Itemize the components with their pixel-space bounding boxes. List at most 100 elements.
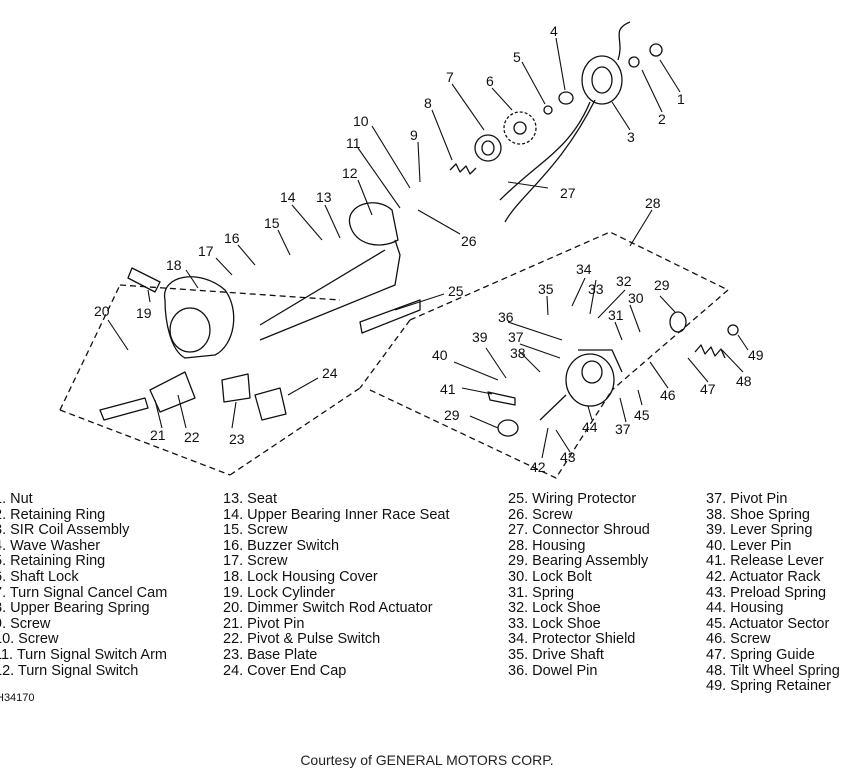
callout-label: 5 — [513, 49, 521, 65]
legend-item: 1. Nut — [0, 491, 33, 507]
callout-label: 28 — [645, 195, 661, 211]
callout-label: 33 — [588, 281, 604, 297]
callout-label: 6 — [486, 73, 494, 89]
legend-item: 32. Lock Shoe — [508, 600, 601, 617]
assembly-outlines — [59, 21, 739, 479]
legend-column-4: 37. Pivot Pin 38. Shoe Spring 39. Lever … — [706, 491, 840, 695]
legend-item: 39. Lever Spring — [706, 522, 813, 539]
callout-label: 29 — [654, 277, 670, 293]
legend-item: 28. Housing — [508, 537, 586, 554]
legend-item: 47. Spring Guide — [706, 646, 815, 663]
legend-item: 31. Spring — [508, 584, 575, 601]
legend-item: 14. Upper Bearing Inner Race Seat — [223, 506, 450, 523]
legend-item: 19. Lock Cylinder — [223, 584, 336, 601]
legend-item: 26. Screw — [508, 506, 573, 523]
callout-label: 37 — [508, 329, 524, 345]
callout-label: 14 — [280, 189, 296, 205]
legend-item: 3. SIR Coil Assembly — [0, 522, 130, 539]
callout-label: 22 — [184, 429, 200, 445]
callout-numbers: 1 2 3 4 5 6 7 8 9 10 11 12 13 14 15 16 1… — [94, 23, 764, 475]
leader-lines — [107, 37, 749, 459]
legend-item: 40. Lever Pin — [706, 537, 792, 554]
callout-label: 38 — [510, 345, 526, 361]
legend-item: 21. Pivot Pin — [223, 615, 305, 632]
callout-label: 24 — [322, 365, 338, 381]
legend-item: 16. Buzzer Switch — [223, 537, 340, 554]
legend-item: 42. Actuator Rack — [706, 568, 821, 585]
callout-label: 31 — [608, 307, 624, 323]
legend-item: 41. Release Lever — [706, 553, 824, 570]
callout-label: 7 — [446, 69, 454, 85]
legend-item: 17. Screw — [223, 553, 288, 570]
legend-item: 5. Retaining Ring — [0, 553, 106, 570]
legend-item: 18. Lock Housing Cover — [223, 568, 378, 585]
legend-item: 22. Pivot & Pulse Switch — [223, 631, 381, 648]
legend-item: 20. Dimmer Switch Rod Actuator — [223, 600, 433, 617]
callout-label: 19 — [136, 305, 152, 321]
callout-label: 4 — [550, 23, 558, 39]
callout-label: 13 — [316, 189, 332, 205]
legend-item: 34. Protector Shield — [508, 631, 636, 648]
legend-item: 25. Wiring Protector — [508, 491, 637, 507]
callout-label: 39 — [472, 329, 488, 345]
callout-label: 45 — [634, 407, 650, 423]
callout-label: 46 — [660, 387, 676, 403]
legend-item: 13. Seat — [223, 491, 278, 507]
callout-label: 34 — [576, 261, 592, 277]
legend-item: 4. Wave Washer — [0, 537, 101, 554]
legend-item: 9. Screw — [0, 615, 51, 632]
legend-item: 38. Shoe Spring — [706, 506, 810, 523]
callout-label: 25 — [448, 283, 464, 299]
legend-item: 8. Upper Bearing Spring — [0, 600, 150, 617]
callout-label: 30 — [628, 290, 644, 306]
legend-item: 27. Connector Shroud — [508, 522, 650, 539]
legend-item: 37. Pivot Pin — [706, 491, 788, 507]
callout-label: 41 — [440, 381, 456, 397]
legend-item: 11. Turn Signal Switch Arm — [0, 646, 168, 663]
callout-label: 32 — [616, 273, 632, 289]
callout-label: 35 — [538, 281, 554, 297]
callout-label: 48 — [736, 373, 752, 389]
callout-label: 49 — [748, 347, 764, 363]
callout-label: 8 — [424, 95, 432, 111]
callout-label: 18 — [166, 257, 182, 273]
callout-label: 47 — [700, 381, 716, 397]
legend-item: 44. Housing — [706, 600, 784, 617]
legend-item: 7. Turn Signal Cancel Cam — [0, 584, 168, 601]
callout-label: 3 — [627, 129, 635, 145]
callout-label: 37 — [615, 421, 631, 437]
legend-item: 35. Drive Shaft — [508, 646, 604, 663]
legend-column-1: 1. Nut 2. Retaining Ring 3. SIR Coil Ass… — [0, 491, 168, 679]
callout-label: 20 — [94, 303, 110, 319]
legend-column-3: 25. Wiring Protector 26. Screw 27. Conne… — [508, 491, 650, 679]
figure-code: H34170 — [0, 692, 35, 704]
callout-label: 2 — [658, 111, 666, 127]
callout-label: 12 — [342, 165, 358, 181]
legend-item: 10. Screw — [0, 631, 59, 648]
callout-label: 29 — [444, 407, 460, 423]
callout-label: 16 — [224, 230, 240, 246]
callout-label: 10 — [353, 113, 369, 129]
legend-item: 33. Lock Shoe — [508, 615, 601, 632]
callout-label: 1 — [677, 91, 685, 107]
legend-item: 6. Shaft Lock — [0, 568, 79, 585]
callout-label: 40 — [432, 347, 448, 363]
legend-item: 12. Turn Signal Switch — [0, 662, 139, 679]
callout-label: 26 — [461, 233, 477, 249]
legend-item: 43. Preload Spring — [706, 584, 827, 601]
callout-label: 23 — [229, 431, 245, 447]
legend-item: 2. Retaining Ring — [0, 506, 106, 523]
legend-item: 36. Dowel Pin — [508, 662, 598, 679]
callout-label: 21 — [150, 427, 166, 443]
legend-item: 48. Tilt Wheel Spring — [706, 662, 840, 679]
image-credit: Courtesy of GENERAL MOTORS CORP. — [300, 752, 554, 768]
legend-item: 15. Screw — [223, 522, 288, 539]
legend-item: 49. Spring Retainer — [706, 678, 831, 695]
legend-item: 23. Base Plate — [223, 646, 318, 663]
legend-item: 24. Cover End Cap — [223, 662, 347, 679]
callout-label: 11 — [346, 135, 361, 151]
callout-label: 15 — [264, 215, 280, 231]
callout-label: 27 — [560, 185, 576, 201]
legend-item: 30. Lock Bolt — [508, 568, 592, 585]
legend-item: 45. Actuator Sector — [706, 615, 830, 632]
